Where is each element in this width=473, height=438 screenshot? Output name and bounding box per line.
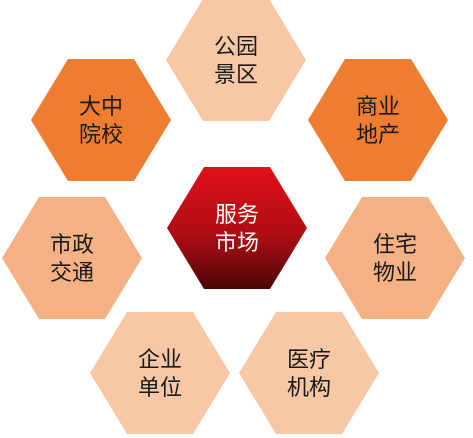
segment-enterprise: 企业 单位 — [90, 312, 230, 434]
university-label-line2: 院校 — [79, 123, 123, 148]
segment-medical: 医疗 机构 — [239, 312, 379, 434]
enterprise-label-line1: 企业 — [138, 348, 182, 373]
commercial-hexagon — [308, 59, 448, 181]
medical-hexagon — [239, 312, 379, 434]
commercial-label-line1: 商业 — [356, 95, 400, 120]
transport-label-line2: 交通 — [50, 261, 94, 286]
residential-hexagon — [325, 197, 465, 319]
transport-label-line1: 市政 — [50, 233, 94, 258]
residential-label-line1: 住宅 — [373, 233, 417, 258]
medical-label-line1: 医疗 — [287, 348, 331, 373]
transport-hexagon — [2, 197, 142, 319]
medical-label-line2: 机构 — [287, 376, 331, 401]
center-hexagon — [167, 167, 307, 289]
segment-university: 大中 院校 — [31, 59, 171, 181]
university-hexagon — [31, 59, 171, 181]
segment-transport: 市政 交通 — [2, 197, 142, 319]
segment-residential: 住宅 物业 — [325, 197, 465, 319]
segment-park: 公园 景区 — [166, 0, 306, 121]
center-label-line1: 服务 — [215, 203, 259, 228]
center-label-line2: 市场 — [215, 231, 259, 256]
enterprise-hexagon — [90, 312, 230, 434]
center-hex-group: 服务 市场 — [167, 167, 307, 289]
park-label-line2: 景区 — [214, 63, 258, 88]
residential-label-line2: 物业 — [373, 261, 417, 286]
commercial-label-line2: 地产 — [356, 123, 400, 148]
park-hexagon — [166, 0, 306, 121]
university-label-line1: 大中 — [79, 95, 123, 120]
segment-commercial: 商业 地产 — [308, 59, 448, 181]
enterprise-label-line2: 单位 — [138, 376, 182, 401]
park-label-line1: 公园 — [214, 35, 258, 60]
